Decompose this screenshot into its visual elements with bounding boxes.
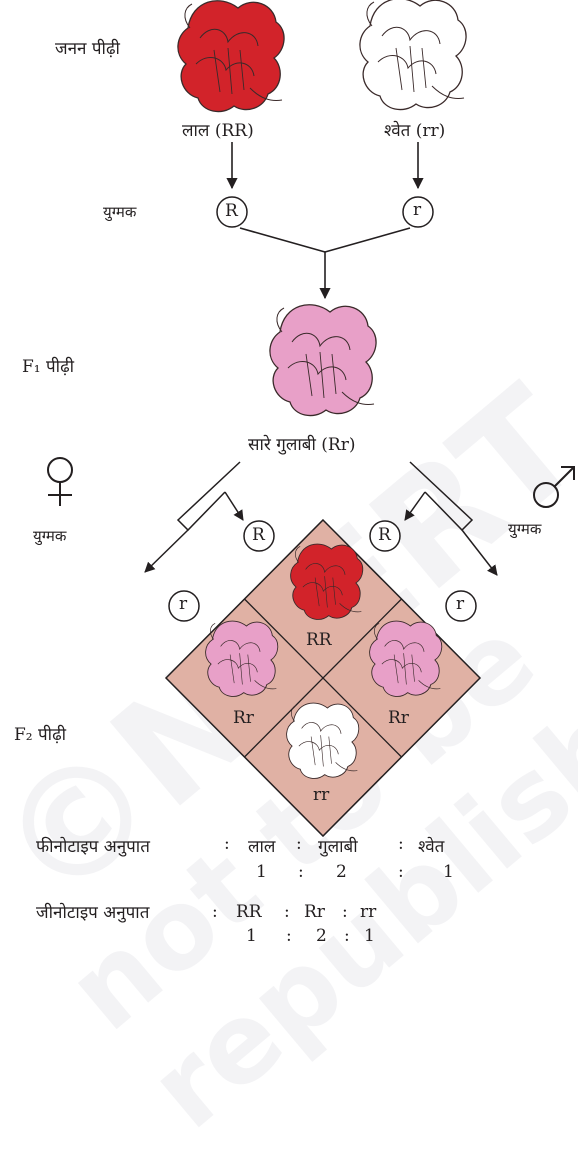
gamete-text-dominant: R: [225, 201, 238, 221]
arrow: [144, 529, 189, 573]
ratio-separator: :: [342, 902, 348, 922]
f2-generation-label: F₂ पीढ़ी: [14, 725, 67, 745]
female-bracket: [176, 461, 241, 532]
female-symbol-icon: [47, 457, 73, 506]
phenotype-number: 1: [443, 862, 454, 882]
gamete-text-recessive: r: [413, 200, 422, 220]
arrow: [461, 529, 498, 576]
genotype-rr-hetero-left: Rr: [233, 708, 254, 728]
gamete-male-bottom: r: [456, 594, 465, 614]
phenotype-ratio-label: फीनोटाइप अनुपात: [36, 837, 150, 857]
genotype-term-rr-recessive: rr: [360, 902, 377, 922]
join-line: [239, 227, 326, 253]
f1-label: सारे गुलाबी (Rr): [248, 435, 356, 455]
gamete-male-top: R: [378, 525, 391, 545]
genotype-rr-recessive: rr: [313, 785, 330, 805]
ratio-separator: :: [224, 834, 230, 854]
genotype-term-rr-hetero: Rr: [304, 902, 325, 922]
white-parent-flower: [359, 0, 467, 111]
phenotype-number: 1: [256, 862, 267, 882]
male-gametes-label: युग्मक: [508, 520, 542, 538]
female-gametes-label: युग्मक: [33, 527, 67, 545]
white-parent-label: श्वेत (rr): [384, 121, 446, 141]
ratio-separator: :: [296, 834, 302, 854]
ratio-separator: :: [284, 902, 290, 922]
genotype-rr-hetero-right: Rr: [388, 708, 409, 728]
female-gamete-r-recessive: [168, 590, 200, 622]
rr-recessive-flower: [286, 702, 360, 779]
red-parent-flower: [177, 0, 285, 113]
f1-generation-label: F₁ पीढ़ी: [22, 357, 75, 377]
ratio-separator: :: [212, 902, 218, 922]
male-symbol-icon: [533, 466, 575, 508]
genotype-number: 1: [364, 926, 375, 946]
ratio-separator: :: [398, 862, 404, 882]
red-parent-label: लाल (RR): [182, 121, 254, 141]
phenotype-number: 2: [336, 862, 347, 882]
arrow: [404, 491, 426, 521]
rr-hetero-flower-left: [205, 620, 279, 697]
phenotype-term-red: लाल: [248, 837, 276, 857]
ratio-separator: :: [286, 926, 292, 946]
arrow: [224, 491, 244, 521]
gametes-label: युग्मक: [103, 203, 137, 221]
genotype-number: 2: [316, 926, 327, 946]
male-bracket: [409, 461, 474, 532]
genotype-rr-dominant: RR: [306, 630, 332, 650]
gamete-circle-r-recessive: [402, 196, 434, 228]
female-gamete-r-dominant: [243, 520, 275, 552]
genotype-number: 1: [246, 926, 257, 946]
male-gamete-r-recessive: [445, 590, 477, 622]
male-gamete-r-dominant: [369, 520, 401, 552]
f1-pink-flower: [269, 304, 377, 417]
join-line: [324, 227, 411, 253]
gamete-circle-r-dominant: [216, 196, 248, 228]
ratio-separator: :: [298, 862, 304, 882]
cross-diagram: [47, 0, 575, 838]
phenotype-term-pink: गुलाबी: [318, 837, 358, 857]
ratio-separator: :: [398, 834, 404, 854]
genotype-term-rr: RR: [236, 902, 262, 922]
ratio-separator: :: [344, 926, 350, 946]
rr-dominant-flower: [290, 543, 364, 620]
genotype-ratio-label: जीनोटाइप अनुपात: [36, 903, 150, 923]
gamete-female-top: R: [252, 525, 265, 545]
rr-hetero-flower-right: [369, 620, 443, 697]
gamete-female-bottom: r: [179, 594, 188, 614]
phenotype-term-white: श्वेत: [418, 837, 445, 857]
parental-generation-label: जनन पीढ़ी: [55, 39, 120, 59]
